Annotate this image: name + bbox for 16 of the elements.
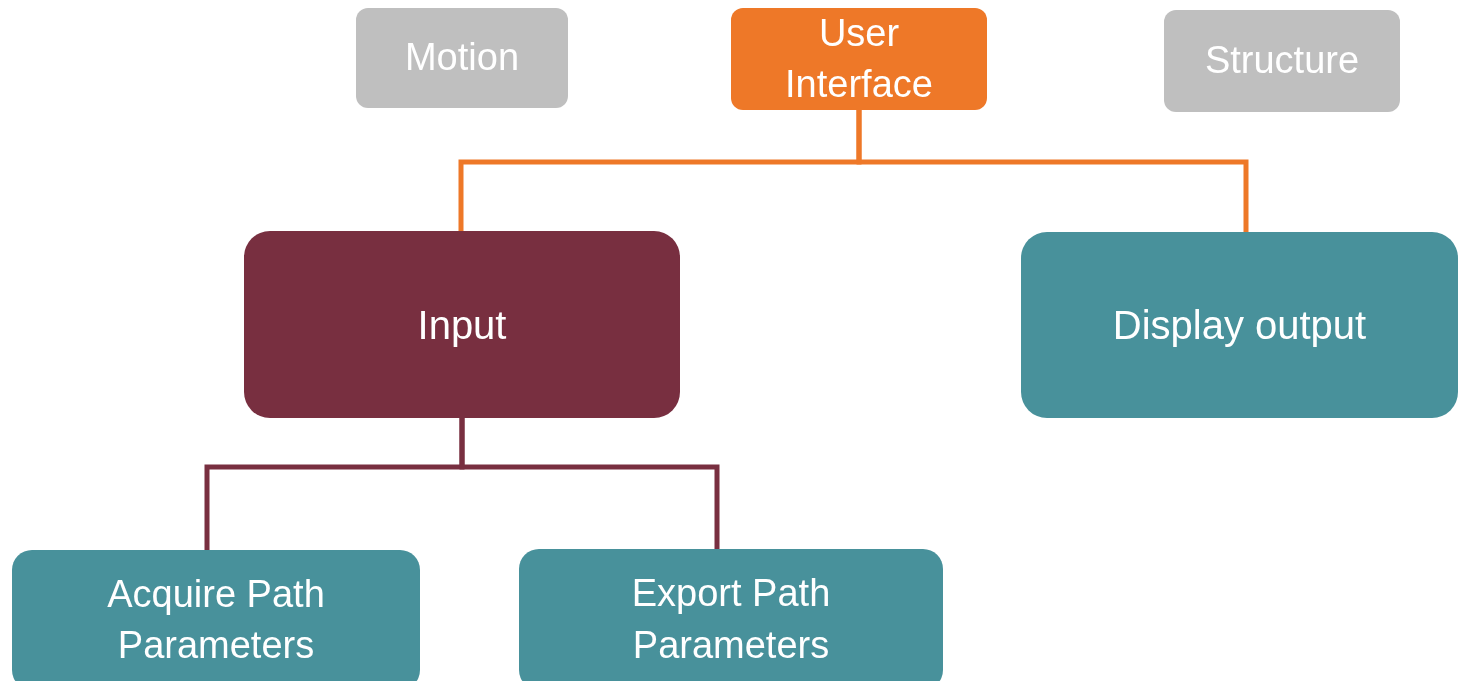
connector-line — [856, 110, 1249, 232]
box-label: Display output — [1112, 302, 1367, 349]
connector-line — [459, 418, 720, 549]
box-label: Acquire Path Parameters — [106, 571, 326, 668]
rounded-box — [1021, 232, 1458, 418]
box-label: Input — [417, 301, 507, 349]
rounded-box — [356, 8, 568, 108]
box-label: Export Path Parameters — [630, 571, 832, 668]
rounded-box — [519, 549, 943, 681]
rounded-box — [731, 8, 987, 110]
box-label: Motion — [404, 35, 520, 81]
rounded-box — [244, 231, 680, 418]
box-label: User Interface — [784, 10, 934, 107]
rounded-box — [1164, 10, 1400, 112]
rounded-box — [12, 550, 420, 681]
box-label: Structure — [1204, 38, 1360, 84]
